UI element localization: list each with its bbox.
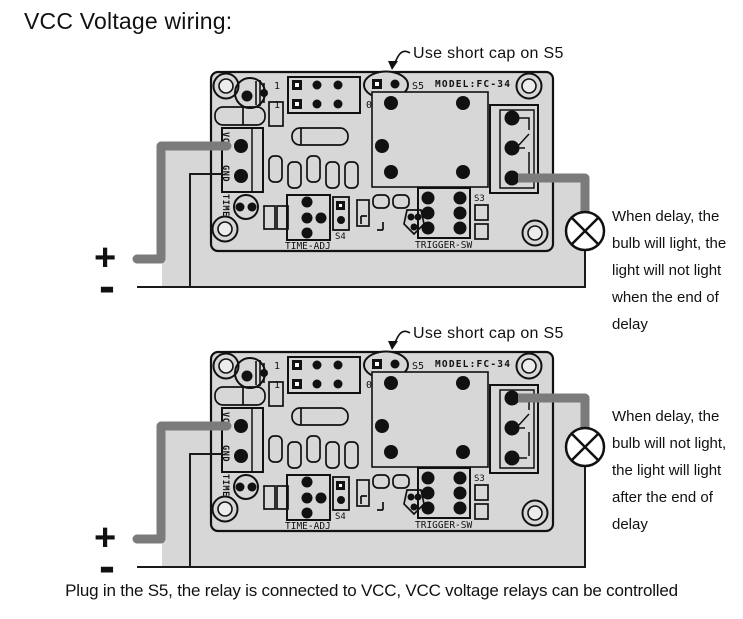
bulb-icon	[564, 210, 606, 252]
s5-annotation: Use short cap on S5	[388, 325, 564, 350]
note-line: When delay, the	[612, 208, 720, 225]
diagram-top: + - Use short cap on S5	[94, 45, 606, 313]
caption: Plug in the S5, the relay is connected t…	[65, 581, 678, 600]
annotation-arrowhead-icon	[388, 61, 398, 70]
diagram-bottom: + - Use short cap on S5	[94, 325, 606, 580]
note-bottom: When delay, the bulb will not light, the…	[612, 403, 743, 538]
note-line: the light will light	[612, 462, 722, 479]
s5-annotation-text: Use short cap on S5	[413, 325, 564, 342]
relay-no-terminal-wire	[518, 173, 590, 212]
page-title: VCC Voltage wiring:	[24, 8, 233, 34]
note-line: after the end of	[612, 489, 713, 506]
ground-wire	[189, 453, 222, 567]
relay-nc-terminal-wire	[518, 393, 590, 428]
plus-terminal-label: +	[94, 517, 116, 559]
s5-annotation: Use short cap on S5	[388, 45, 564, 70]
bulb-icon	[564, 426, 606, 468]
wiring-diagram-canvas: 1 1 0 S1 0 S2 S5 M	[94, 45, 606, 580]
note-line: delay	[612, 516, 648, 533]
positive-supply-wire	[132, 141, 232, 264]
negative-return-wire	[137, 466, 586, 568]
s5-annotation-text: Use short cap on S5	[413, 45, 564, 62]
minus-terminal-label: -	[99, 260, 115, 313]
note-line: light will not light	[612, 262, 722, 279]
plus-terminal-label: +	[94, 237, 116, 279]
minus-terminal-label: -	[99, 540, 115, 580]
note-line: delay	[612, 316, 648, 333]
positive-supply-wire	[132, 421, 232, 544]
note-top: When delay, the bulb will light, the lig…	[612, 203, 743, 338]
annotation-arrowhead-icon	[388, 341, 398, 350]
note-line: when the end of	[612, 289, 719, 306]
ground-wire	[189, 173, 222, 287]
note-line: bulb will not light,	[612, 435, 727, 452]
note-line: bulb will light, the	[612, 235, 727, 252]
note-line: When delay, the	[612, 408, 720, 425]
negative-return-wire	[137, 250, 586, 288]
